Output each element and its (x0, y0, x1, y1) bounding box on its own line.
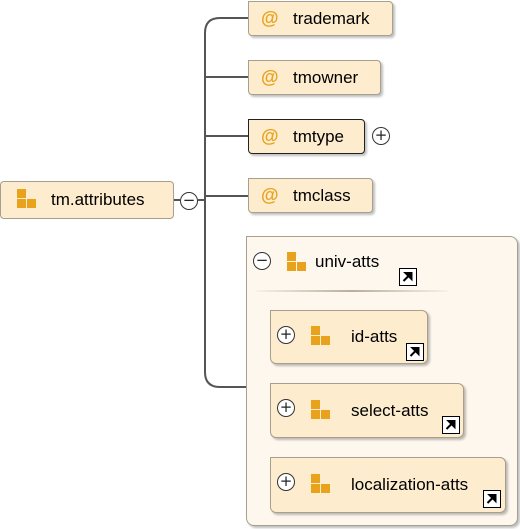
group-icon (287, 252, 309, 274)
attribute-node-tmowner[interactable]: @ tmowner (248, 60, 381, 95)
attribute-label: tmowner (293, 67, 359, 87)
group-icon (311, 474, 333, 496)
external-ref-icon[interactable] (399, 268, 417, 286)
child-label: select-atts (351, 400, 429, 420)
external-ref-icon[interactable] (406, 343, 424, 361)
child-label: id-atts (351, 327, 398, 346)
collapse-root-button[interactable]: − (180, 192, 198, 210)
attribute-icon: @ (261, 126, 279, 146)
root-label: tm.attributes (51, 190, 145, 209)
attribute-icon: @ (261, 8, 279, 28)
collapse-univ-atts-button[interactable]: − (253, 252, 271, 270)
attribute-node-tmclass[interactable]: @ tmclass (248, 178, 373, 213)
external-ref-icon[interactable] (483, 490, 501, 508)
attribute-icon: @ (261, 185, 279, 205)
child-label: localization-atts (351, 475, 469, 494)
attribute-label: trademark (293, 8, 370, 28)
child-node-select-atts[interactable]: select-atts (270, 383, 464, 438)
group-icon (311, 399, 333, 422)
attribute-label: tmtype (293, 126, 345, 146)
expand-tmtype-button[interactable]: + (372, 127, 390, 145)
attribute-label: tmclass (293, 185, 351, 205)
external-ref-icon[interactable] (442, 416, 460, 434)
expand-localization-atts-button[interactable]: + (277, 473, 295, 491)
expand-select-atts-button[interactable]: + (277, 399, 295, 417)
attribute-node-tmtype[interactable]: @ tmtype (248, 119, 365, 154)
group-icon (17, 189, 39, 211)
univ-atts-label: univ-atts (315, 252, 380, 271)
group-separator (256, 290, 448, 292)
child-node-id-atts[interactable]: id-atts (270, 310, 428, 364)
attribute-node-trademark[interactable]: @ trademark (248, 1, 393, 36)
child-node-localization-atts[interactable]: localization-atts (270, 457, 506, 513)
group-icon (311, 326, 333, 348)
root-group-node[interactable]: tm.attributes (0, 181, 174, 219)
expand-id-atts-button[interactable]: + (277, 326, 295, 344)
attribute-icon: @ (261, 67, 279, 87)
